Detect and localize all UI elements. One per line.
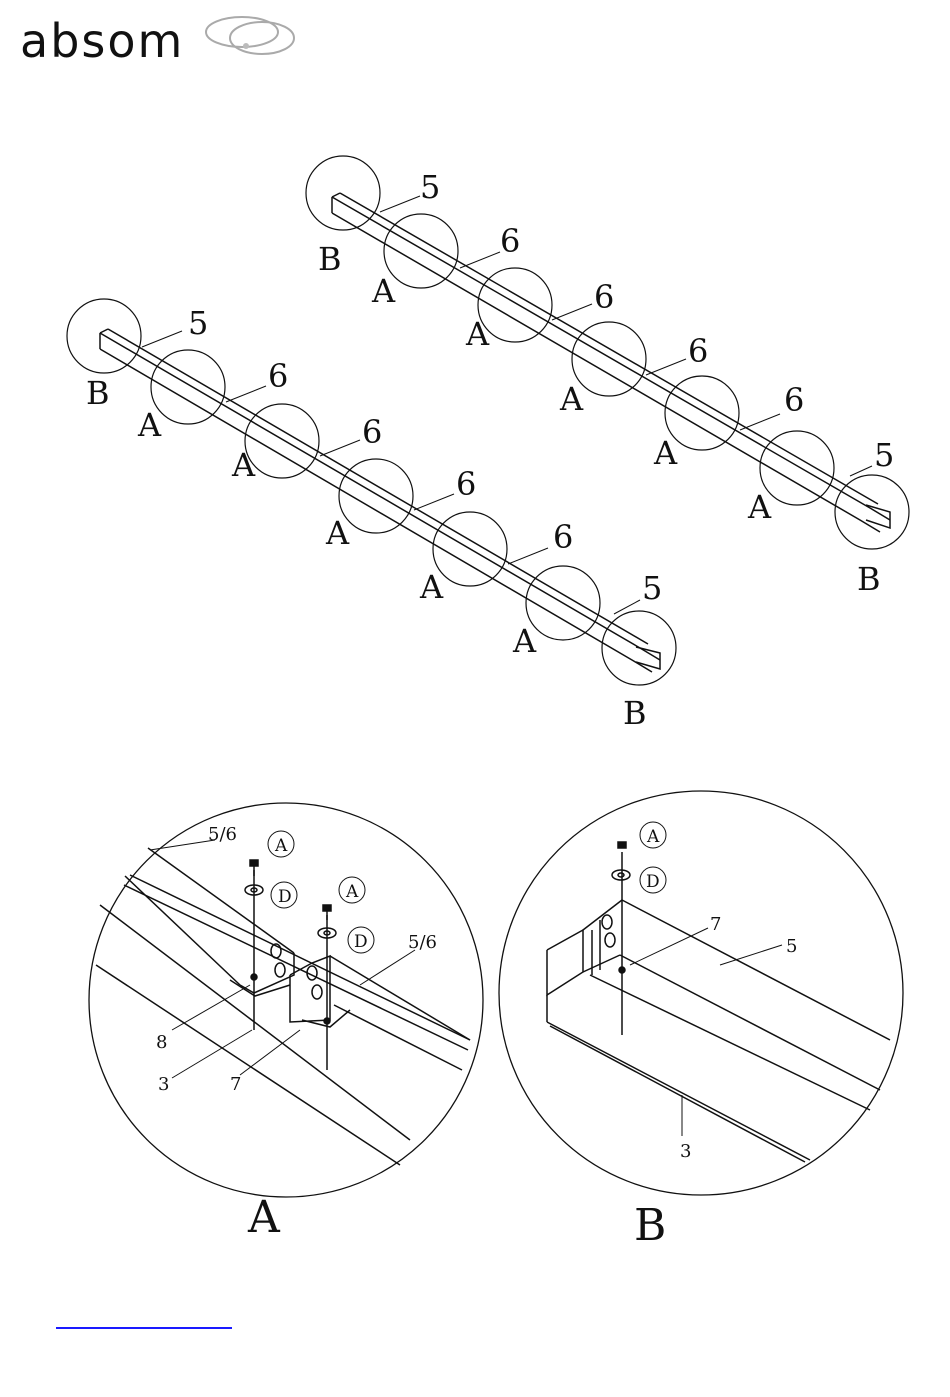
- detail-b-view: [499, 791, 903, 1195]
- top-joint-label-3: A: [559, 380, 584, 418]
- detail-a-beam-right-label: 5/6: [408, 932, 437, 953]
- bottom-end-label-right: B: [623, 694, 647, 732]
- detail-b-screw-label: A: [646, 827, 660, 847]
- bottom-callout-5: 6: [553, 518, 573, 556]
- top-joint-label-1: A: [371, 272, 396, 310]
- detail-b-bracket-label: 7: [710, 914, 721, 935]
- detail-a-plate-label: 8: [156, 1032, 167, 1053]
- detail-a-view: [89, 803, 483, 1197]
- bottom-joint-label-2: A: [231, 446, 256, 484]
- top-callout-4: 6: [688, 332, 708, 370]
- detail-a-bracket-label: 7: [230, 1074, 241, 1095]
- detail-b-beam-label: 5: [786, 936, 797, 957]
- top-callout-3: 6: [594, 278, 614, 316]
- bottom-callout-1: 5: [188, 304, 208, 342]
- detail-b-washer-label: D: [646, 872, 660, 892]
- top-callout-2: 6: [500, 222, 520, 260]
- detail-a-beam-left-label: 5/6: [208, 824, 237, 845]
- detail-b-title: B: [634, 1200, 666, 1251]
- bottom-joint-label-3: A: [325, 514, 350, 552]
- bottom-joint-label-5: A: [512, 622, 537, 660]
- detail-b-rail-label: 3: [680, 1141, 691, 1162]
- bottom-callout-3: 6: [362, 413, 382, 451]
- bottom-joint-label-4: A: [419, 568, 444, 606]
- detail-a-title: A: [247, 1192, 281, 1243]
- footer-link-underline[interactable]: [56, 1327, 232, 1329]
- detail-a-screw-label-2: A: [345, 882, 359, 902]
- bottom-end-label-left: B: [86, 374, 110, 412]
- detail-a-screw-label-1: A: [274, 836, 288, 856]
- upper-beam-assembly: [306, 156, 909, 549]
- bottom-callout-4: 6: [456, 465, 476, 503]
- detail-a-washer-label-2: D: [354, 932, 368, 952]
- lower-beam-assembly: [67, 299, 676, 685]
- top-callout-6: 5: [874, 436, 894, 474]
- top-end-label-left: B: [318, 240, 342, 278]
- top-joint-label-5: A: [747, 488, 772, 526]
- top-joint-label-4: A: [653, 434, 678, 472]
- bottom-callout-2: 6: [268, 357, 288, 395]
- bottom-joint-label-1: A: [137, 406, 162, 444]
- top-callout-1: 5: [420, 168, 440, 206]
- top-end-label-right: B: [857, 560, 881, 598]
- detail-a-washer-label-1: D: [278, 887, 292, 907]
- top-callout-5: 6: [784, 381, 804, 419]
- top-joint-label-2: A: [465, 315, 490, 353]
- bottom-callout-6: 5: [642, 569, 662, 607]
- detail-a-rail-label: 3: [158, 1074, 169, 1095]
